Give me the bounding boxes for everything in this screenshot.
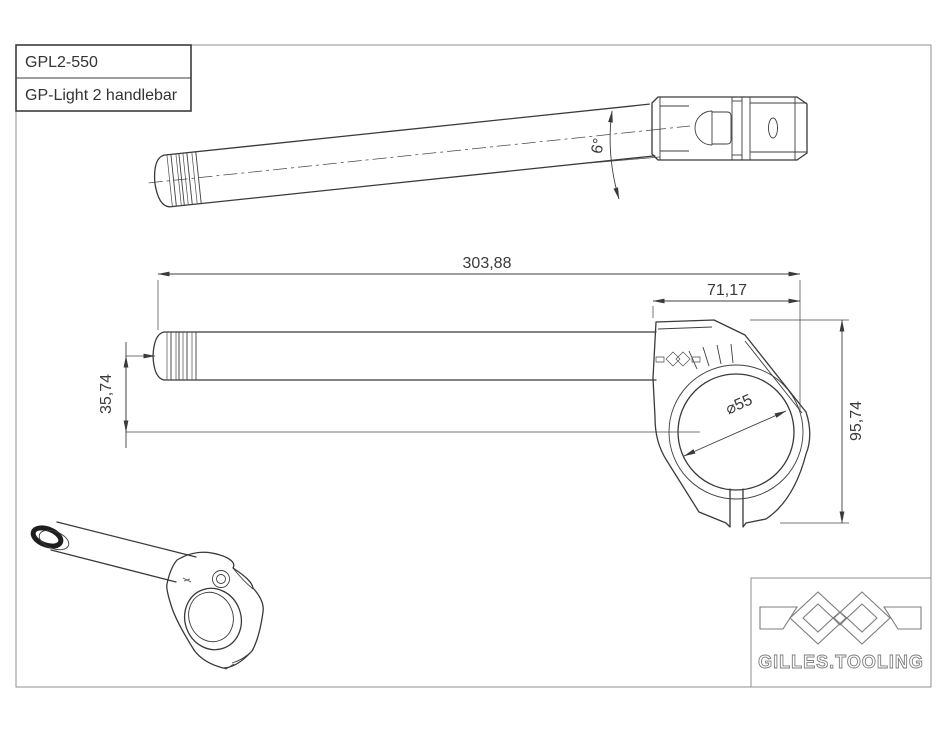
isometric-view [30, 521, 264, 670]
brand-name: GILLES.TOOLING [758, 652, 924, 672]
clamp-width-value: 71,17 [707, 282, 747, 299]
dim-clamp-height: 95,74 [750, 319, 865, 524]
top-view: 6° [148, 96, 808, 208]
iso-bore [183, 587, 243, 651]
sheet-border [15, 44, 932, 688]
tube-centerline-top [148, 129, 653, 184]
dim-bore-diameter: ⌀55 [683, 392, 787, 457]
grip-ticks [688, 343, 734, 370]
iso-clamp-body [166, 551, 264, 670]
title-block: GPL2-550 GP-Light 2 handlebar [15, 44, 192, 112]
clamp-block-top [651, 96, 808, 161]
angle-value: 6° [589, 137, 609, 155]
handlebar-tube-top [148, 103, 656, 208]
overall-length-value: 303,88 [463, 255, 512, 272]
dim-drop: 35,74 [98, 342, 156, 448]
part-name: GP-Light 2 handlebar [25, 87, 178, 104]
bolt-dome [694, 110, 713, 146]
bolt-hole-top [768, 117, 778, 139]
bore-value: ⌀55 [723, 392, 755, 419]
engraved-logo [655, 351, 701, 367]
logo-box: GILLES.TOOLING [750, 577, 932, 688]
brand-logo [759, 591, 922, 645]
clamp-slot-top [731, 97, 743, 160]
front-view [126, 319, 811, 528]
centerline-into-clamp [651, 125, 691, 131]
dim-overall-length: 303,88 [157, 255, 801, 410]
dimensions: 303,88 71,17 35,74 95,74 ⌀55 [98, 255, 865, 524]
part-number: GPL2-550 [25, 54, 98, 71]
dim-clamp-width: 71,17 [652, 282, 801, 318]
drop-value: 35,74 [98, 374, 115, 414]
knurling-front [166, 332, 197, 380]
clamp-front [652, 319, 811, 528]
iso-clamp-screw [212, 570, 230, 588]
clamp-height-value: 95,74 [848, 401, 865, 441]
angle-dimension: 6° [589, 110, 661, 200]
